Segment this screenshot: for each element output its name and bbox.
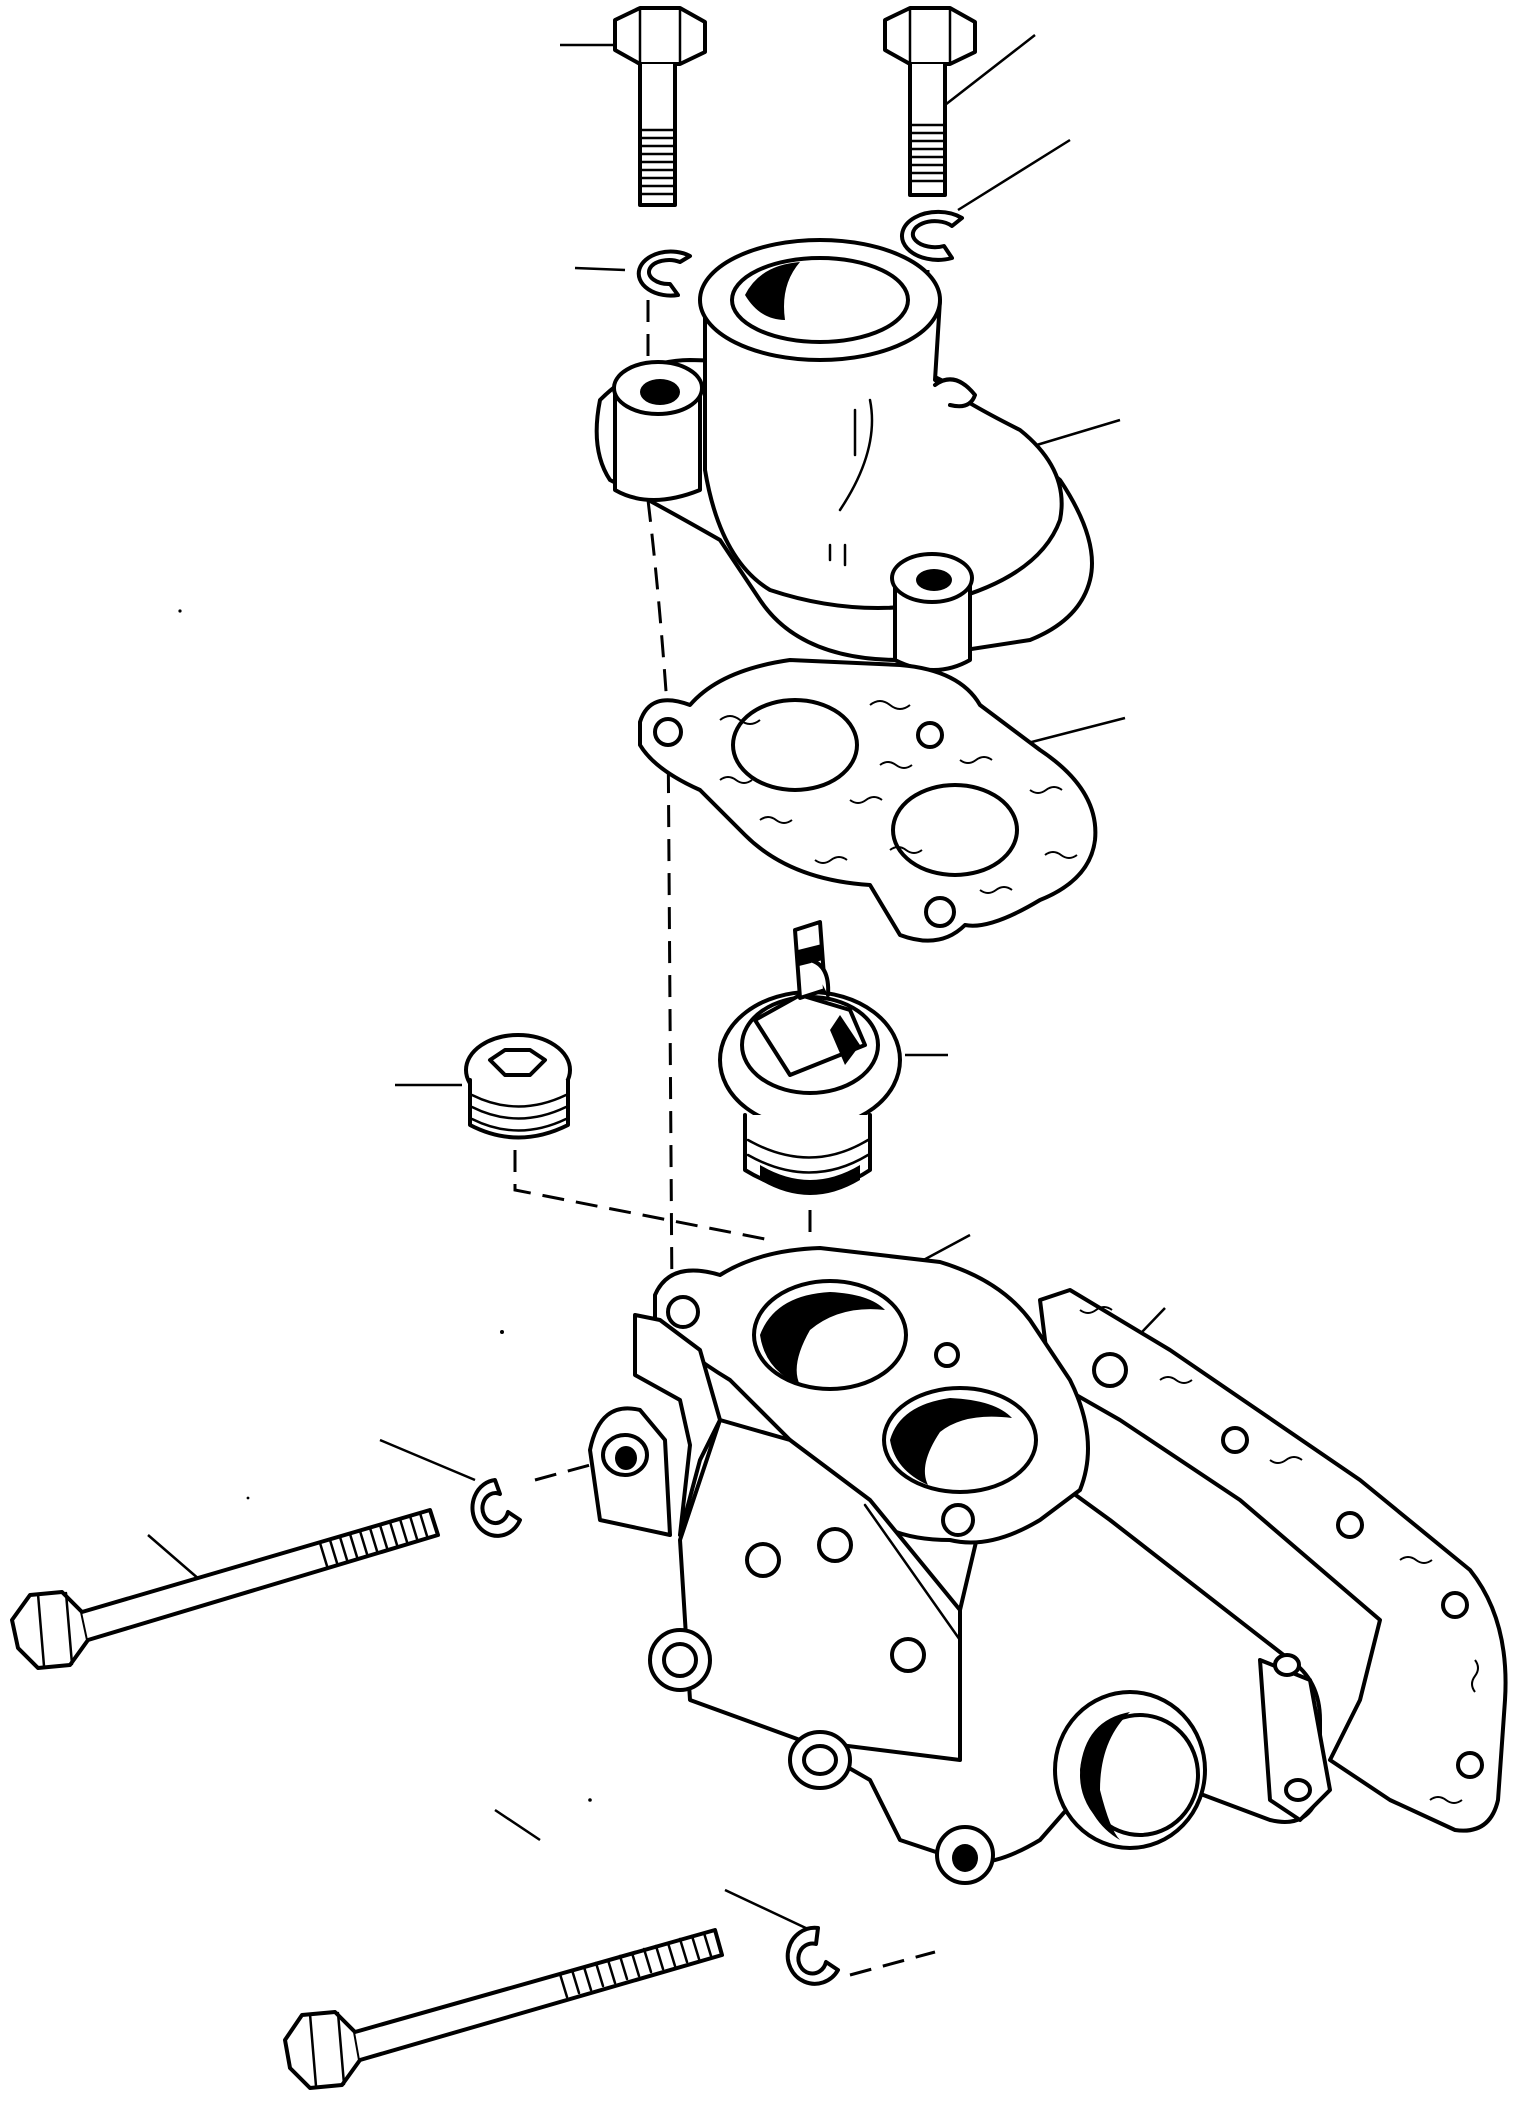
housing-gasket (1038, 1288, 1508, 1833)
long-bolt-left (10, 1508, 440, 1670)
thermostat (718, 920, 902, 1195)
thermostat-cover-elbow (594, 238, 1094, 672)
lock-washer-top-right (900, 209, 964, 262)
bolt-top-left (613, 6, 707, 207)
cover-gasket (638, 658, 1098, 943)
bolt-top-right (883, 6, 977, 197)
lock-washer-left (470, 1478, 522, 1538)
thermostat-housing (588, 1246, 1332, 1885)
print-specks (178, 609, 592, 1802)
lock-washer-top-left (636, 249, 692, 298)
hex-socket-plug (464, 1033, 572, 1140)
long-bolt-bottom (283, 1928, 724, 2090)
lock-washer-bottom (785, 1925, 840, 1986)
